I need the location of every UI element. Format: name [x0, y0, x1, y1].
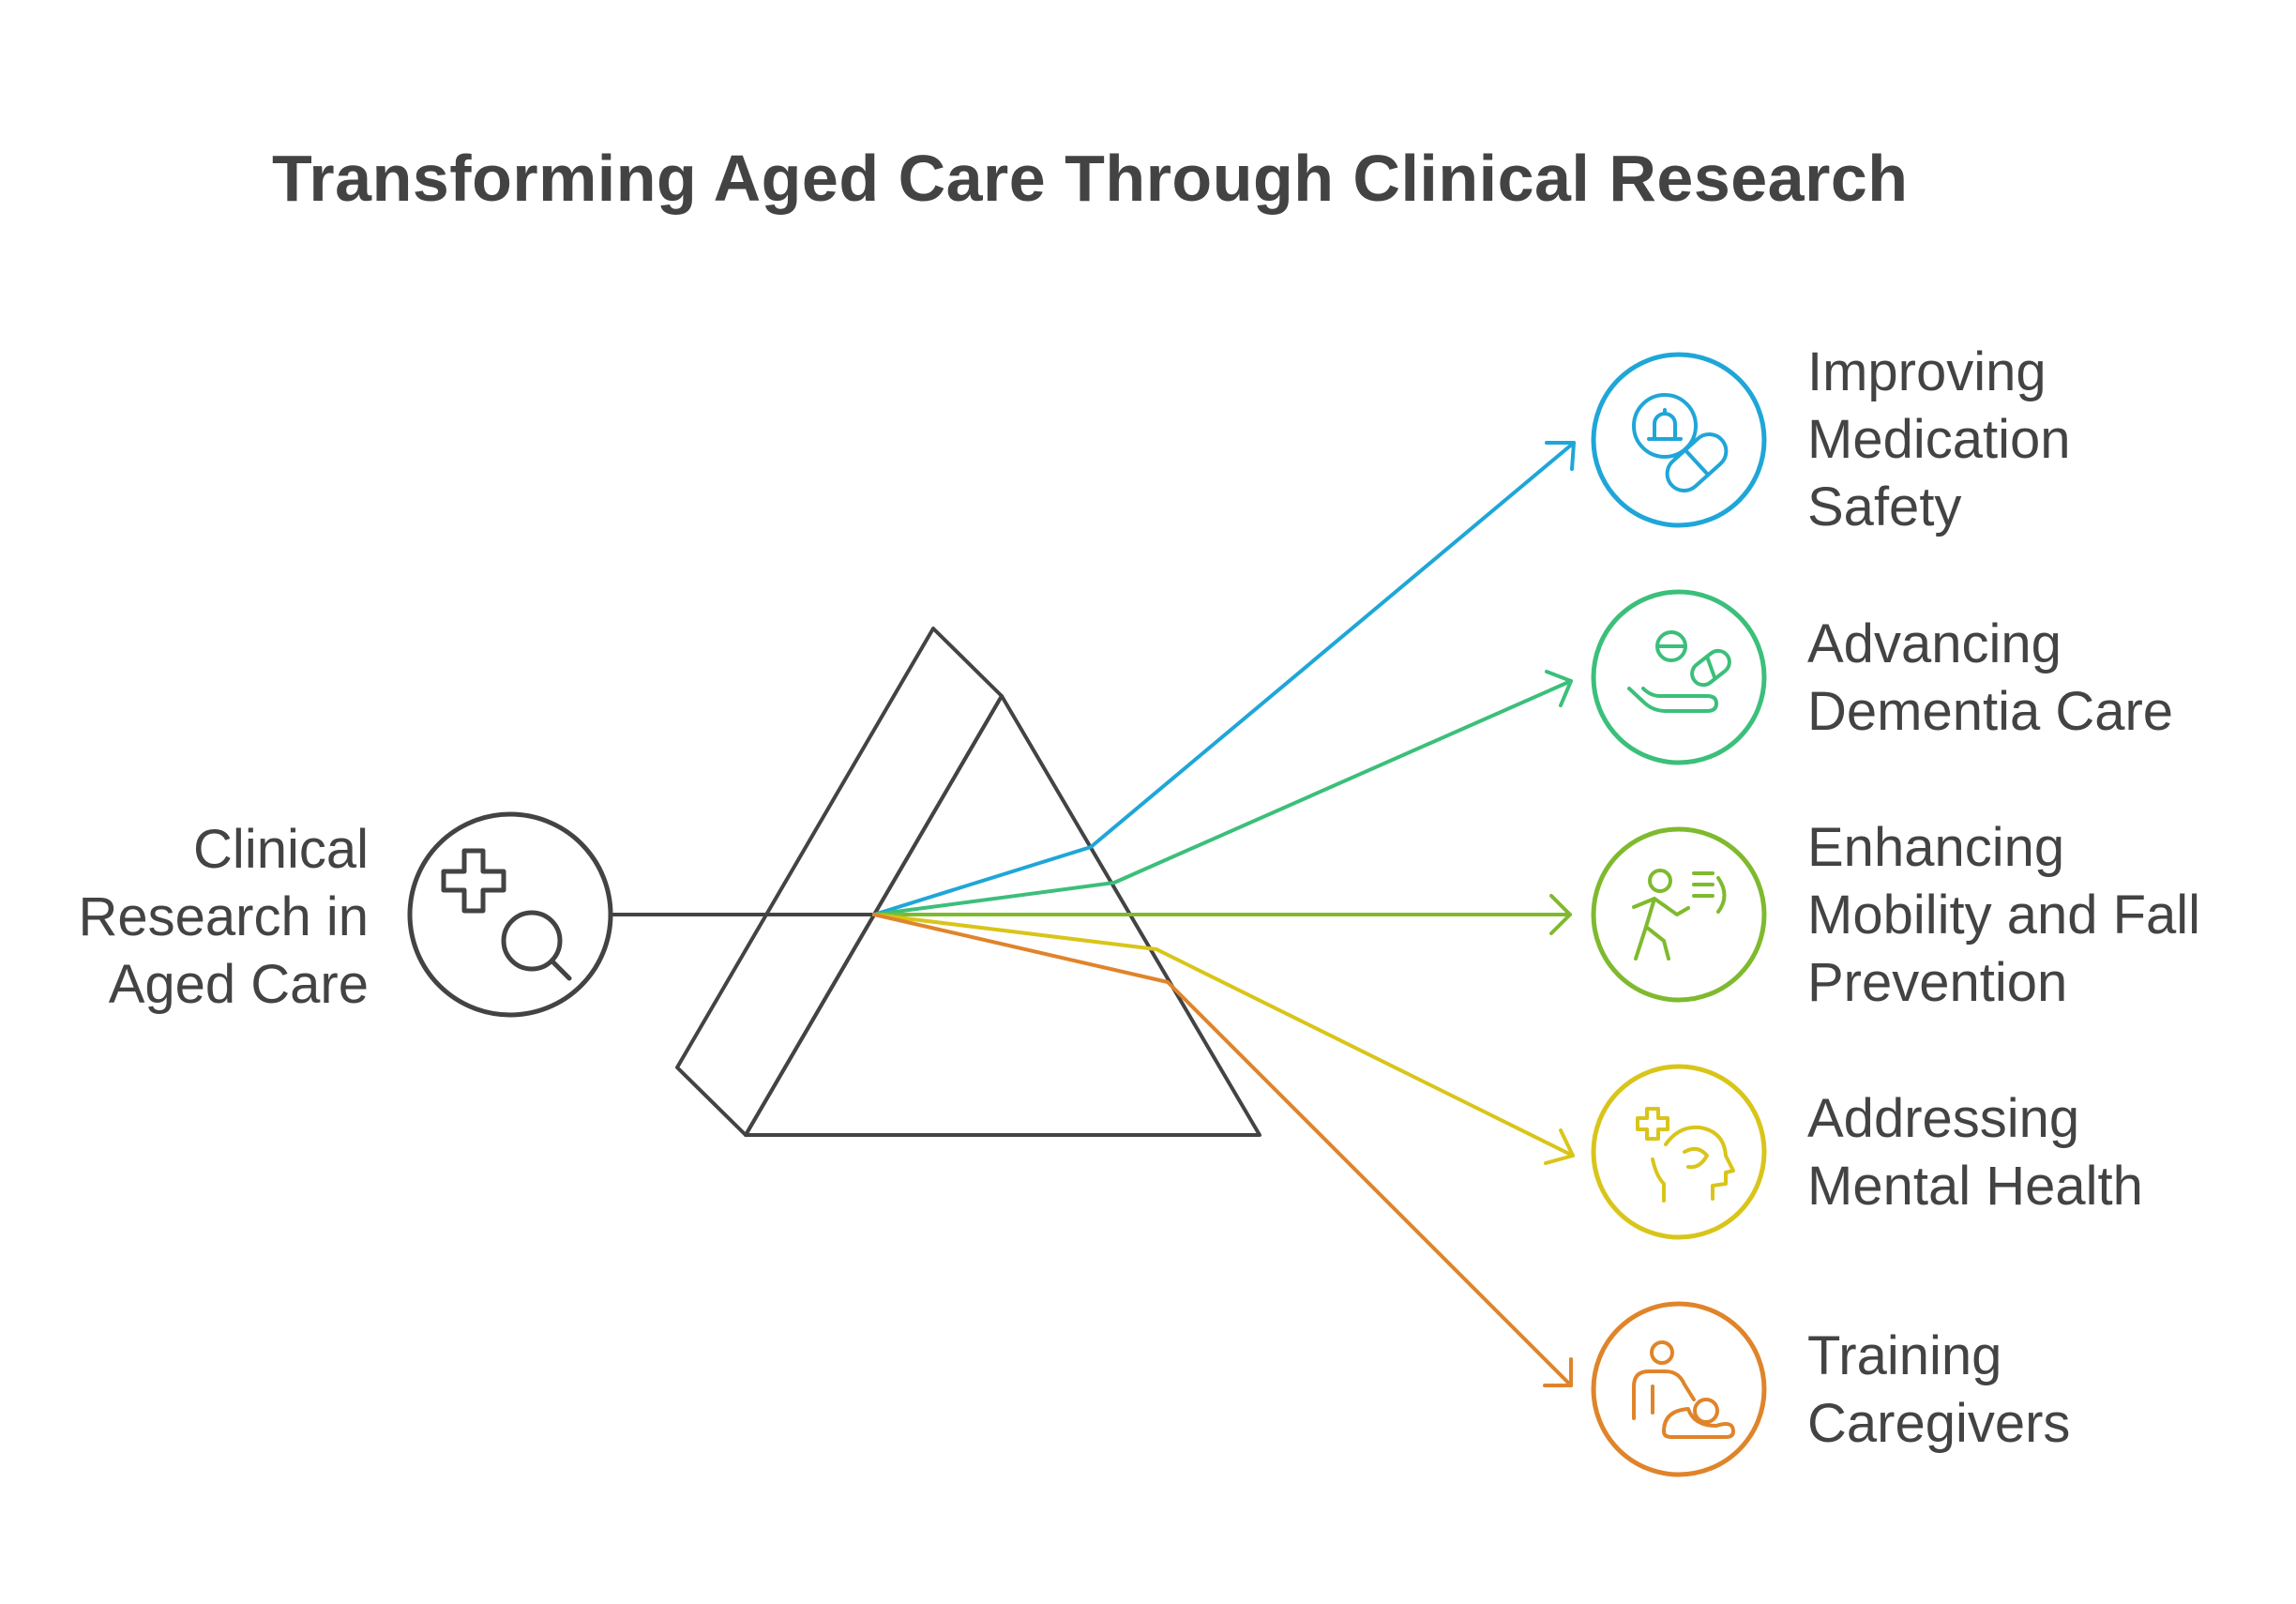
caregiver-patient-icon: [1632, 1340, 1735, 1439]
walking-person-icon: [1632, 869, 1727, 961]
prism-shape: [675, 627, 1261, 1137]
ray-mental-health: [872, 913, 1575, 1158]
source-node: [407, 811, 613, 1018]
node-mental-health: [1591, 1064, 1767, 1240]
node-dementia-care: [1591, 589, 1767, 765]
arrowhead-medication-safety: [1545, 441, 1576, 471]
head-medical-cross-icon: [1636, 1107, 1735, 1203]
label-mental-health: Addressing Mental Health: [1807, 1088, 2143, 1217]
node-caregivers: [1591, 1301, 1767, 1477]
label-mobility: Enhancing Mobility and Fall Prevention: [1807, 817, 2201, 1013]
arrowhead-mental-health: [1544, 1128, 1575, 1165]
label-caregivers: Training Caregivers: [1807, 1325, 2071, 1454]
ray-caregivers: [872, 913, 1573, 1387]
label-medication-safety: Improving Medication Safety: [1807, 341, 2071, 537]
bell-pill-icon: [1632, 393, 1729, 493]
label-dementia-care: Advancing Dementia Care: [1807, 613, 2174, 742]
arrowhead-caregivers: [1543, 1357, 1573, 1387]
arrowhead-dementia-care: [1545, 670, 1573, 707]
diagram-title: Transforming Aged Care Through Clinical …: [272, 142, 1909, 215]
ray-dementia-care: [872, 679, 1573, 916]
spectrum-rays: [872, 441, 1576, 1387]
source-label: Clinical Research in Aged Care: [78, 819, 369, 1015]
medical-cross-magnifier-icon: [441, 848, 572, 981]
hand-pills-icon: [1627, 630, 1731, 713]
arrowhead-mobility: [1549, 894, 1572, 935]
ray-medication-safety: [872, 441, 1576, 916]
